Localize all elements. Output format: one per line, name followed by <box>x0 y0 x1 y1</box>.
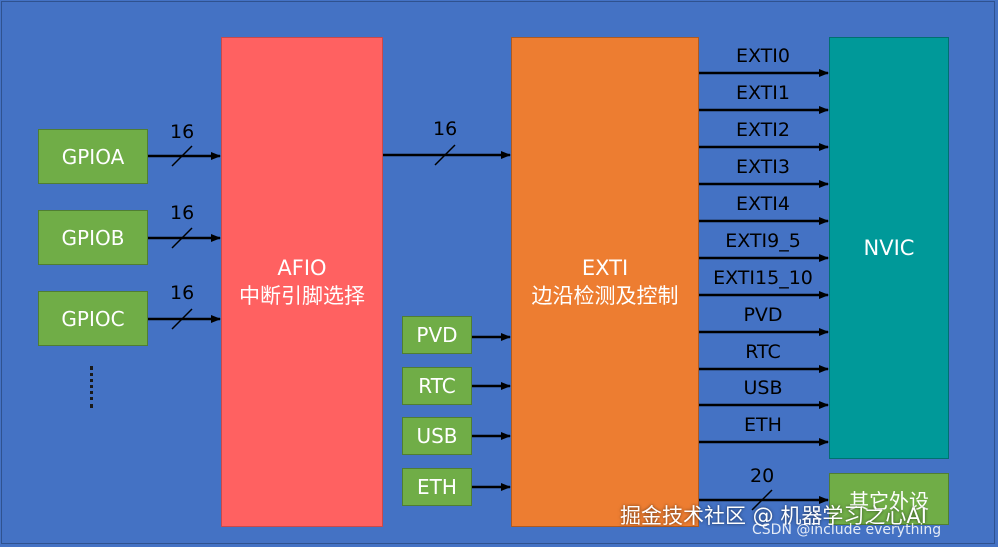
usb-source-box: USB <box>402 417 472 455</box>
output-label-exti4: EXTI4 <box>736 193 790 215</box>
afio-bus-width: 16 <box>433 118 458 140</box>
afio-subtitle: 中断引脚选择 <box>239 284 365 308</box>
gpioa-box: GPIOA <box>38 129 148 184</box>
other-bus-width: 20 <box>750 465 775 487</box>
output-label-exti15-10: EXTI15_10 <box>713 267 813 289</box>
nvic-block: NVIC <box>829 37 949 459</box>
pvd-source-box: PVD <box>402 316 472 354</box>
output-label-usb: USB <box>743 377 783 399</box>
gpioc-bus-width: 16 <box>170 282 195 304</box>
gpiob-box: GPIOB <box>38 210 148 265</box>
output-label-pvd: PVD <box>743 304 783 326</box>
output-label-eth: ETH <box>744 414 782 436</box>
afio-title: AFIO <box>277 256 327 280</box>
output-label-exti2: EXTI2 <box>736 119 790 141</box>
more-ports-ellipsis <box>90 366 97 408</box>
watermark-main: 掘金技术社区 @ 机器学习之心AI <box>620 504 927 528</box>
output-label-exti1: EXTI1 <box>736 82 790 104</box>
gpiob-bus-width: 16 <box>170 202 195 224</box>
afio-block: AFIO 中断引脚选择 <box>221 37 383 527</box>
output-label-rtc: RTC <box>745 341 781 363</box>
other-bus-slash <box>751 489 773 511</box>
gpioa-bus-width: 16 <box>170 121 195 143</box>
afio-exti-bus-slash <box>434 144 456 166</box>
gpiob-bus-slash <box>171 227 193 249</box>
rtc-source-box: RTC <box>402 367 472 405</box>
output-label-exti9-5: EXTI9_5 <box>725 230 801 252</box>
watermark-sub: CSDN @include everything <box>752 522 942 538</box>
other-peripherals-box: 其它外设 <box>829 473 949 525</box>
gpioc-bus-slash <box>171 308 193 330</box>
output-label-exti3: EXTI3 <box>736 156 790 178</box>
output-label-exti0: EXTI0 <box>736 45 790 67</box>
gpioc-box: GPIOC <box>38 291 148 346</box>
gpioa-bus-slash <box>171 145 193 167</box>
exti-subtitle: 边沿检测及控制 <box>531 284 679 308</box>
exti-title: EXTI <box>581 256 629 280</box>
exti-block: EXTI 边沿检测及控制 <box>511 37 699 527</box>
eth-source-box: ETH <box>402 468 472 506</box>
